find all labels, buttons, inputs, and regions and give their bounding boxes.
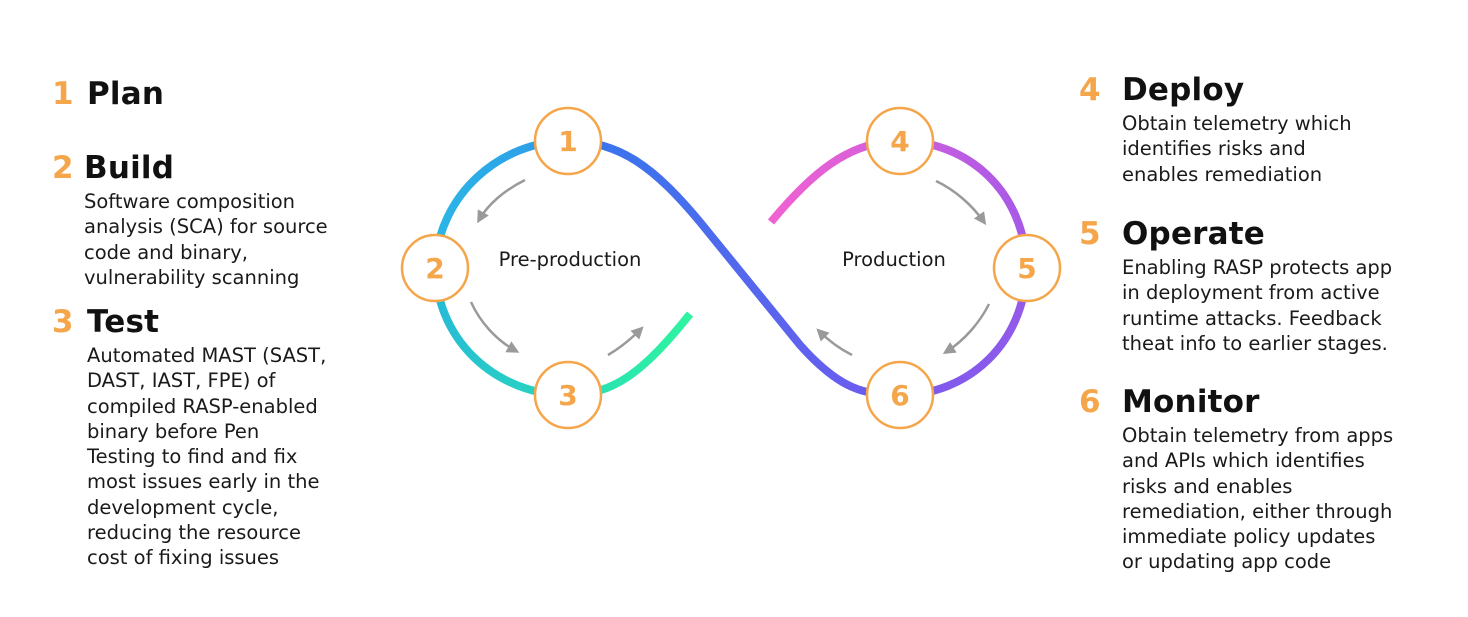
arrow-1-to-2 [477,178,526,224]
step-description: Obtain telemetry from apps and APIs whic… [1122,424,1394,574]
step-description: Enabling RASP protects app in deployment… [1122,256,1393,355]
step-build: 2 Build Software composition analysis (S… [52,150,328,290]
arrow-3-out [607,326,644,357]
step-description: Obtain telemetry which identifies risks … [1122,112,1352,186]
step-number: 4 [1079,72,1101,108]
step-number: 3 [52,304,74,340]
step-title: Plan [87,76,165,112]
step-number: 6 [1079,384,1101,420]
arrow-5-to-6 [942,303,991,355]
node-number: 1 [558,125,577,158]
step-title: Operate [1122,216,1266,252]
node-1: 1 [533,106,603,176]
node-number: 5 [1017,252,1036,285]
phase-label-pre-production: Pre-production [499,248,642,271]
step-monitor: 6 Monitor Obtain telemetry from apps and… [1079,384,1393,575]
step-plan: 1 Plan [52,76,164,112]
step-operate: 5 Operate Enabling RASP protects app in … [1079,216,1392,356]
node-5: 5 [992,233,1062,303]
node-number: 3 [558,379,577,412]
step-number: 5 [1079,216,1101,252]
step-deploy: 4 Deploy Obtain telemetry which identifi… [1079,72,1352,187]
node-6: 6 [865,360,935,430]
arrow-2-to-3 [469,301,520,353]
phase-label-production: Production [842,248,946,271]
step-description: Automated MAST (SAST, DAST, IAST, FPE) o… [87,344,327,570]
step-test: 3 Test Automated MAST (SAST, DAST, IAST,… [52,304,326,571]
node-4: 4 [865,106,935,176]
step-title: Build [84,150,175,186]
step-title: Monitor [1122,384,1260,420]
step-title: Deploy [1122,72,1245,108]
step-title: Test [87,304,160,340]
arrow-6-back [816,328,853,357]
node-3: 3 [533,360,603,430]
node-2: 2 [400,233,470,303]
step-number: 2 [52,150,74,186]
node-number: 6 [890,379,909,412]
step-number: 1 [52,76,74,112]
node-number: 4 [890,125,909,158]
step-description: Software composition analysis (SCA) for … [84,190,328,289]
node-number: 2 [425,252,444,285]
arrow-4-to-5 [935,179,987,226]
